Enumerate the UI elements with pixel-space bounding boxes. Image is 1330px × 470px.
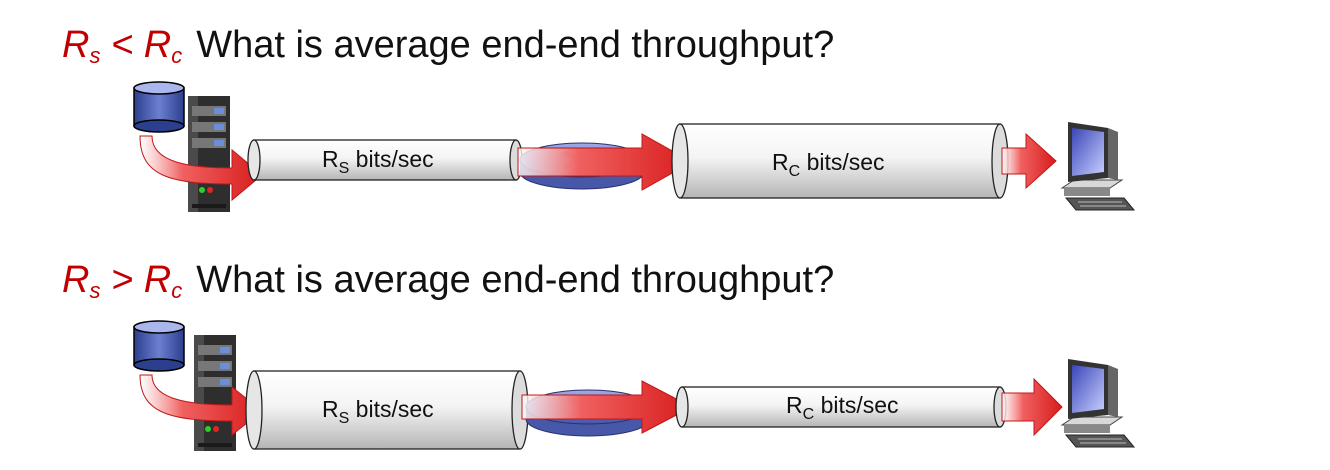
- router-forward-arrow: [521, 380, 694, 434]
- server-icon: [194, 335, 236, 451]
- server-upload-arrow: [139, 135, 263, 202]
- question-text: What is average end-end throughput?: [196, 259, 835, 301]
- server-upload-arrow: [139, 374, 263, 437]
- router-forward-arrow: [517, 133, 694, 191]
- server-link-rate-label: RS bits/sec: [322, 396, 434, 427]
- server-access-link: RS bits/sec: [247, 139, 523, 181]
- network-path-diagram: RS bits/sec RC bits/sec: [133, 81, 1135, 212]
- client-link-rate-label: RC bits/sec: [786, 392, 899, 423]
- database-icon: [133, 320, 185, 372]
- scenario-slow-server: Rs < Rc What is average end-end throughpu…: [62, 24, 1135, 212]
- client-delivery-arrow: [1001, 132, 1057, 190]
- question-text: What is average end-end throughput?: [196, 24, 835, 66]
- computer-icon: [1061, 358, 1135, 448]
- rate-inequality: Rs < Rc: [62, 24, 183, 68]
- network-path-diagram: RS bits/sec RC bits/sec: [133, 320, 1135, 451]
- scenario-heading: Rs < Rc What is average end-end throughpu…: [62, 24, 834, 69]
- scenario-heading: Rs > Rc What is average end-end throughpu…: [62, 259, 834, 304]
- scenario-slow-client: Rs > Rc What is average end-end throughpu…: [0, 235, 1330, 470]
- client-link-rate-label: RC bits/sec: [772, 149, 885, 180]
- rate-inequality: Rs > Rc: [62, 259, 183, 303]
- client-delivery-arrow: [1001, 377, 1063, 437]
- client-access-link: RC bits/sec: [675, 386, 1007, 428]
- server-icon: [188, 96, 230, 212]
- server-link-rate-label: RS bits/sec: [322, 146, 434, 177]
- database-icon: [133, 81, 185, 133]
- server-access-link: RS bits/sec: [245, 370, 529, 450]
- computer-icon: [1061, 121, 1135, 211]
- client-access-link: RC bits/sec: [671, 123, 1009, 199]
